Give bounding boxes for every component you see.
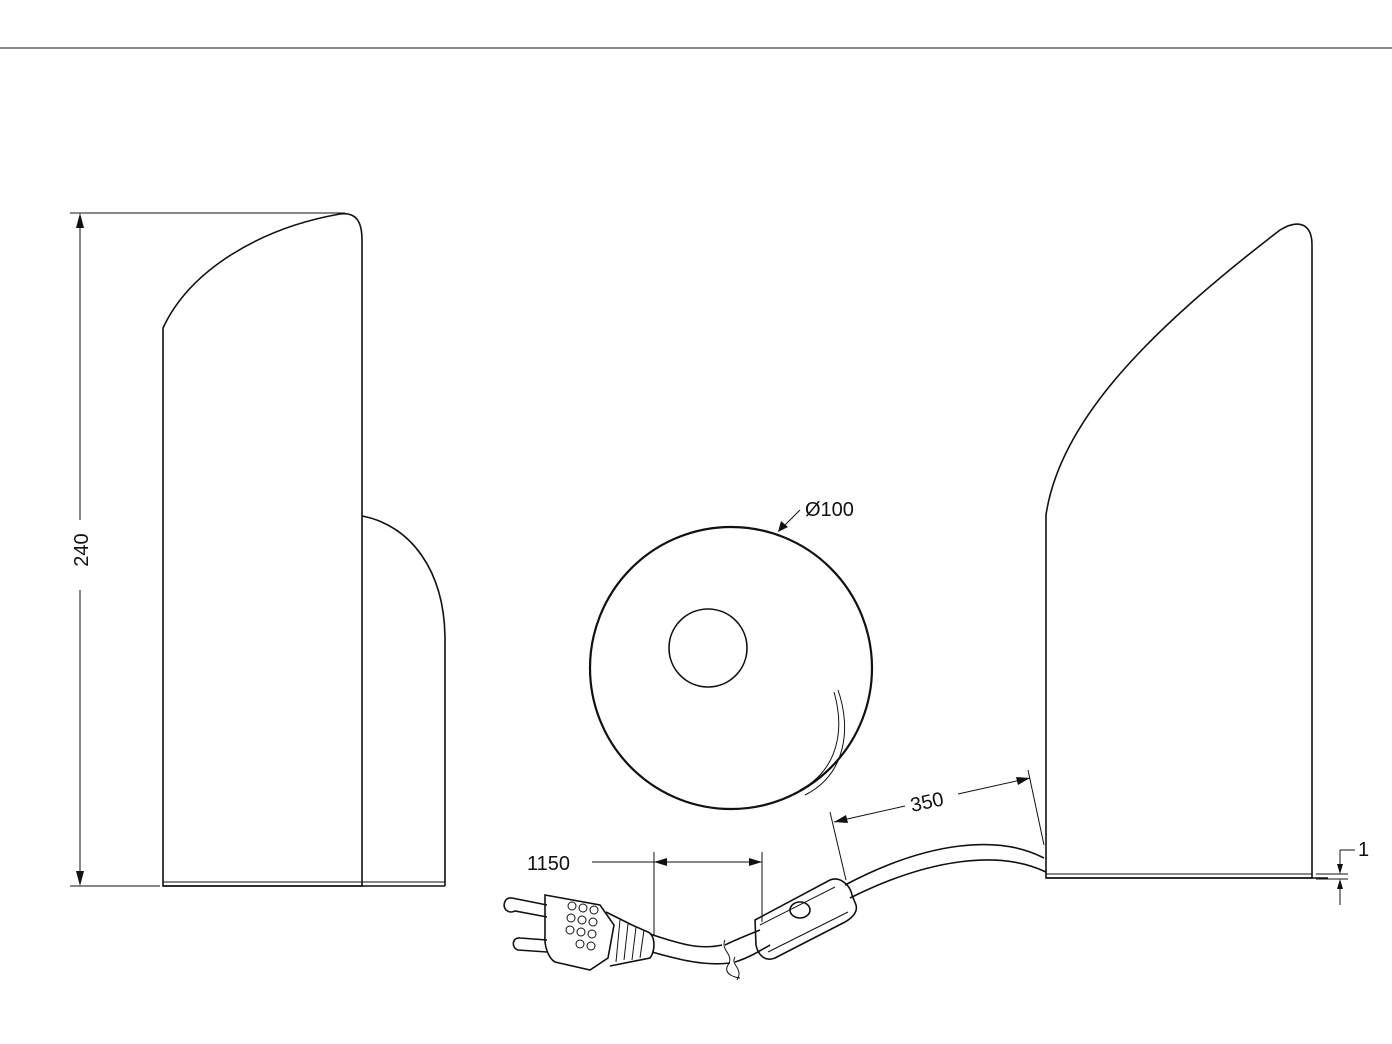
base-outline (588, 525, 874, 811)
switch-distance-dimension: 350 (829, 769, 1045, 881)
lamp-front-view (1045, 223, 1328, 879)
power-cable (649, 843, 1047, 981)
switch-distance-label: 350 (908, 788, 945, 816)
plug-grip-pattern (565, 901, 599, 951)
cable-length-label: 1150 (527, 853, 570, 875)
inline-switch (754, 878, 858, 960)
height-label: 240 (71, 533, 93, 566)
thickness-dimension: 1 (1316, 839, 1369, 905)
lamp-side-view (162, 212, 446, 887)
diameter-label: Ø100 (805, 499, 854, 521)
thickness-label: 1 (1358, 839, 1369, 861)
switch-button-icon (789, 901, 811, 919)
euro-plug (503, 894, 655, 971)
diameter-dimension: Ø100 (778, 499, 854, 532)
height-dimension: 240 (70, 212, 345, 887)
lamp-top-view (588, 525, 874, 811)
cable-length-dimension: 1150 (527, 852, 763, 935)
inner-opening (668, 608, 748, 688)
